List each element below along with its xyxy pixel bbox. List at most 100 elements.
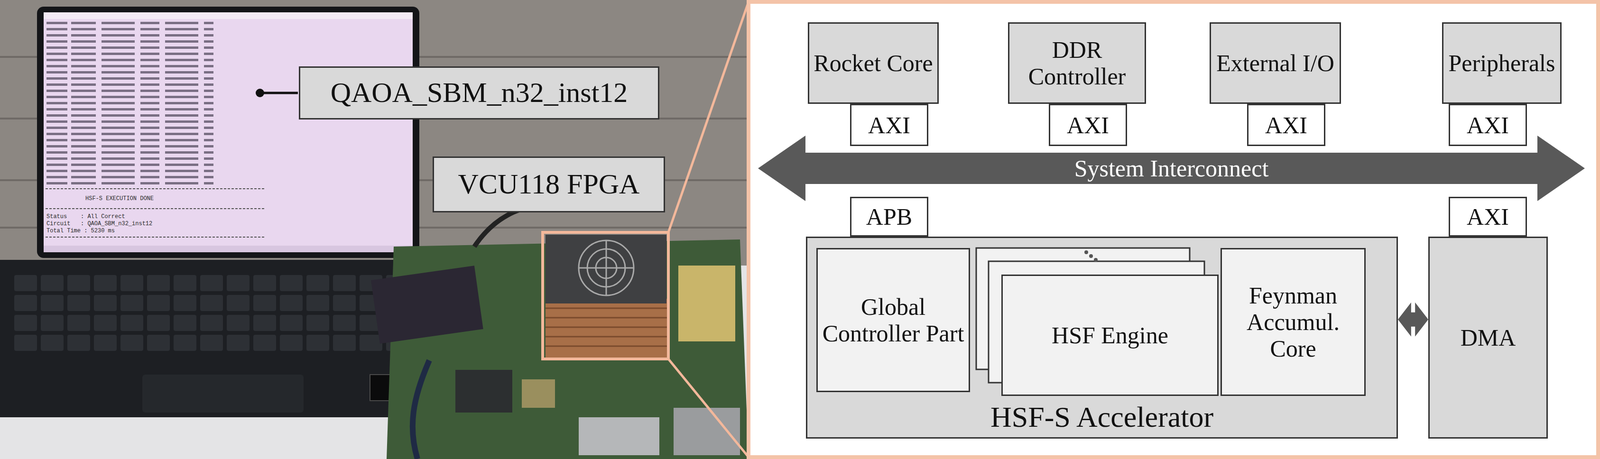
- node-label: System Interconnect: [1074, 155, 1269, 182]
- key: [93, 275, 117, 292]
- terminal-glyphs: [71, 83, 96, 86]
- terminal-glyphs: [46, 52, 68, 56]
- terminal-glyphs: [203, 46, 214, 49]
- terminal-glyphs: [165, 101, 199, 105]
- zoom-frame: [542, 232, 669, 360]
- key: [279, 275, 303, 292]
- keyboard: [14, 275, 409, 352]
- terminal-glyphs: [71, 126, 96, 130]
- terminal-glyphs: [203, 126, 214, 130]
- diagram-panel: [748, 1, 1599, 458]
- key: [14, 314, 37, 332]
- terminal-glyphs: [71, 89, 96, 93]
- terminal-glyphs: [140, 169, 160, 173]
- terminal-glyphs: [71, 95, 96, 99]
- fin: [545, 307, 669, 310]
- terminal-glyphs: [71, 138, 96, 142]
- key: [226, 295, 250, 312]
- laptop-screen: [43, 12, 413, 253]
- terminal-glyphs: [46, 40, 68, 43]
- key: [120, 334, 144, 352]
- key: [40, 334, 64, 352]
- terminal-glyphs: [165, 126, 199, 130]
- key: [93, 295, 117, 312]
- bus-port: APB: [850, 196, 929, 237]
- terminal-glyphs: [71, 169, 96, 173]
- key: [332, 295, 356, 312]
- terminal-glyphs: [203, 83, 214, 86]
- terminal-glyphs: [46, 71, 68, 74]
- grille-bar: [605, 240, 608, 296]
- terminal-glyphs: [71, 145, 96, 148]
- terminal-glyphs: [140, 21, 160, 25]
- terminal-glyphs: [203, 138, 214, 142]
- ellipsis-dot: [1093, 258, 1098, 262]
- terminal-glyphs: [71, 77, 96, 80]
- terminal-glyphs: [140, 145, 160, 148]
- key: [279, 314, 303, 332]
- key: [120, 275, 144, 292]
- node-label: HSF Engine: [1051, 322, 1169, 349]
- key: [40, 275, 64, 292]
- bus-port: AXI: [1448, 103, 1527, 147]
- key: [40, 295, 64, 312]
- terminal-glyphs: [203, 120, 214, 123]
- terminal-glyphs: [101, 58, 135, 62]
- screen-text: Circuit : QAOA_SBM_n32_inst12: [46, 220, 153, 228]
- daughter-card: [370, 265, 484, 344]
- terminal-glyphs: [140, 120, 160, 123]
- terminal-glyphs: [101, 77, 135, 80]
- separator-line: [45, 236, 266, 238]
- ellipsis-dot: [1089, 254, 1093, 259]
- key: [93, 334, 117, 352]
- screen-text: Status : All Correct: [46, 213, 126, 221]
- key: [67, 295, 91, 312]
- component-box: External I/O: [1209, 22, 1342, 104]
- node-label: VCU118 FPGA: [458, 168, 640, 201]
- key: [14, 295, 37, 312]
- terminal-glyphs: [46, 77, 68, 80]
- key: [306, 314, 330, 332]
- terminal-glyphs: [140, 27, 160, 31]
- terminal-glyphs: [140, 77, 160, 80]
- terminal-glyphs: [46, 120, 68, 123]
- terminal-glyphs: [140, 175, 160, 179]
- terminal-glyphs: [140, 157, 160, 160]
- key: [253, 295, 277, 312]
- terminal-glyphs: [140, 138, 160, 142]
- terminal-glyphs: [140, 40, 160, 43]
- node-label: Rocket Core: [813, 49, 933, 77]
- node-label: AXI: [1466, 111, 1509, 139]
- key: [200, 295, 223, 312]
- node-label: APB: [866, 203, 913, 231]
- key: [200, 275, 223, 292]
- terminal-glyphs: [46, 163, 68, 167]
- callout-box: QAOA_SBM_n32_inst12: [298, 66, 660, 120]
- terminal-glyphs: [203, 114, 214, 117]
- terminal-glyphs: [203, 21, 214, 25]
- separator-line: [45, 188, 266, 190]
- terminal-glyphs: [165, 40, 199, 43]
- terminal-glyphs: [165, 89, 199, 93]
- key: [173, 295, 197, 312]
- terminal-glyphs: [203, 27, 214, 31]
- terminal-glyphs: [46, 89, 68, 93]
- fan-housing: [545, 234, 667, 304]
- terminal-glyphs: [71, 175, 96, 179]
- key: [332, 275, 356, 292]
- terminal-glyphs: [140, 71, 160, 74]
- terminal-glyphs: [203, 157, 214, 160]
- node-label: AXI: [1466, 203, 1509, 231]
- node-label: HSF-S Accelerator: [807, 400, 1397, 434]
- key: [359, 334, 383, 352]
- terminal-glyphs: [46, 182, 68, 185]
- node-label: Feynman Accumul. Core: [1221, 282, 1365, 362]
- interconnect-arrow: System Interconnect: [758, 135, 1585, 202]
- terminal-glyphs: [165, 27, 199, 31]
- terminal-glyphs: [46, 138, 68, 142]
- terminal-rows: [46, 21, 214, 185]
- key: [226, 275, 250, 292]
- terminal-glyphs: [140, 34, 160, 37]
- callout-box: VCU118 FPGA: [432, 156, 666, 213]
- terminal-glyphs: [101, 52, 135, 56]
